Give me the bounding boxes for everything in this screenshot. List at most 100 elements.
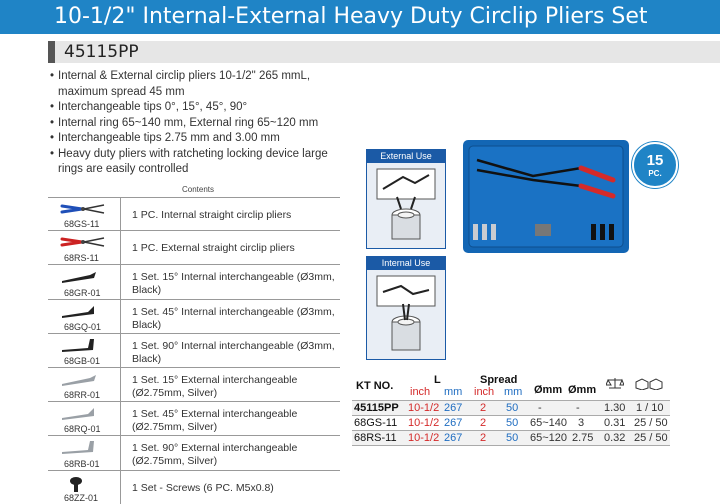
- spread-mm: 50: [506, 402, 519, 414]
- spread-header: Spread: [480, 374, 518, 386]
- feature-item: Interchangeable tips 0°, 15°, 45°, 90°: [50, 100, 350, 116]
- contents-row: 68RS-11 1 PC. External straight circlip …: [48, 231, 340, 266]
- length-header: L: [434, 374, 441, 386]
- contents-row: 68GR-01 1 Set. 15° Internal interchangea…: [48, 265, 340, 300]
- contents-row: 68GB-01 1 Set. 90° Internal interchangea…: [48, 333, 340, 368]
- length-mm: 267: [444, 417, 463, 429]
- pack-qty: 1 / 10: [636, 402, 664, 414]
- contents-row: 68GQ-01 1 Set. 45° Internal interchangea…: [48, 299, 340, 334]
- spec-table: KT NO. L inch mm Spread inch mm Ømm Ømm …: [352, 374, 670, 446]
- item-description: 1 PC. External straight circlip pliers: [132, 242, 295, 255]
- spec-row: 68GS-11 10-1/2 267 2 50 65~140 3 0.31 25…: [352, 415, 670, 430]
- product-case-image: [463, 140, 629, 253]
- ring-diameter: 65~140: [530, 417, 568, 429]
- case-contents-icon: [468, 145, 624, 248]
- feature-item: Internal & External circlip pliers 10-1/…: [50, 69, 350, 100]
- spec-rows: 45115PP 10-1/2 267 2 50 - - 1.30 1 / 10 …: [352, 400, 670, 446]
- tip-black-icon: [62, 338, 94, 352]
- item-description: 1 Set. 90° Internal interchangeable (Ø3m…: [132, 339, 335, 365]
- internal-use-panel: Internal Use: [366, 256, 446, 360]
- contents-row: 68ZZ-01 1 Set - Screws (6 PC. M5x0.8): [48, 470, 340, 504]
- item-code: 68GS-11: [64, 219, 100, 230]
- tip-silver-icon: [62, 374, 96, 386]
- tip-black-icon: [62, 272, 96, 284]
- spread-mm: 50: [506, 432, 519, 444]
- contents-row: 68GS-11 1 PC. Internal straight circlip …: [48, 197, 340, 232]
- internal-use-label: Internal Use: [367, 257, 445, 270]
- item-code: 68RB-01: [64, 458, 100, 469]
- internal-use-diagram: [376, 275, 436, 351]
- external-use-diagram: [376, 168, 436, 240]
- feature-item: Interchangeable tips 2.75 mm and 3.00 mm: [50, 131, 350, 147]
- tip-black-icon: [62, 305, 94, 318]
- item-code: 68GQ-01: [64, 321, 102, 332]
- tip-diameter: -: [576, 402, 580, 414]
- piece-unit: PC.: [648, 169, 662, 178]
- length-mm-header: mm: [444, 386, 463, 398]
- tip-silver-icon: [62, 441, 94, 455]
- package-icon: [634, 376, 664, 393]
- spread-inch: 2: [480, 432, 487, 444]
- item-description: 1 Set. 45° Internal interchangeable (Ø3m…: [132, 305, 335, 331]
- item-code: 68GB-01: [64, 355, 101, 366]
- kt-no-header: KT NO.: [356, 380, 394, 392]
- contents-row: 68RB-01 1 Set. 90° External interchangea…: [48, 436, 340, 471]
- spread-inch: 2: [480, 402, 487, 414]
- kt-no: 68RS-11: [354, 432, 397, 444]
- spec-row: 68RS-11 10-1/2 267 2 50 65~120 2.75 0.32…: [352, 430, 670, 445]
- item-code: 68GR-01: [64, 287, 101, 298]
- feature-item: Heavy duty pliers with ratcheting lockin…: [50, 147, 350, 178]
- model-number: 45115PP: [64, 42, 139, 62]
- item-description: 1 Set. 15° Internal interchangeable (Ø3m…: [132, 271, 335, 297]
- weight: 0.31: [604, 417, 626, 429]
- contents-row: 68RR-01 1 Set. 15° External interchangea…: [48, 367, 340, 403]
- tip-diameter-header: Ømm: [568, 384, 597, 396]
- external-use-label: External Use: [367, 150, 445, 163]
- length-mm: 267: [444, 402, 463, 414]
- tip-silver-icon: [62, 408, 94, 421]
- page-title: 10-1/2" Internal-External Heavy Duty Cir…: [0, 0, 720, 34]
- item-description: 1 Set. 90° External interchangeable (Ø2.…: [132, 442, 298, 468]
- pliers-red-icon: [60, 237, 105, 247]
- length-inch: 10-1/2: [408, 432, 440, 444]
- item-description: 1 PC. Internal straight circlip pliers: [132, 209, 292, 221]
- kt-no: 45115PP: [354, 402, 399, 414]
- length-mm: 267: [444, 432, 463, 444]
- tip-diameter: 2.75: [572, 432, 594, 444]
- pack-qty: 25 / 50: [634, 417, 668, 429]
- piece-count: 15: [646, 152, 664, 169]
- spread-inch: 2: [480, 417, 487, 429]
- feature-item: Internal ring 65~140 mm, External ring 6…: [50, 116, 350, 132]
- ring-diameter: -: [538, 402, 542, 414]
- spread-mm-header: mm: [504, 386, 523, 398]
- item-code: 68RR-01: [64, 390, 101, 401]
- feature-list: Internal & External circlip pliers 10-1/…: [50, 69, 350, 178]
- item-code: 68RS-11: [64, 253, 99, 264]
- length-inch: 10-1/2: [408, 417, 440, 429]
- kt-no: 68GS-11: [354, 417, 398, 429]
- weight: 0.32: [604, 432, 626, 444]
- item-description: 1 Set. 15° External interchangeable (Ø2.…: [132, 373, 298, 399]
- spread-mm: 50: [506, 417, 519, 429]
- spec-row: 45115PP 10-1/2 267 2 50 - - 1.30 1 / 10: [352, 400, 670, 415]
- contents-row: 68RQ-01 1 Set. 45° External interchangea…: [48, 402, 340, 437]
- model-bar: [48, 41, 720, 63]
- item-code: 68RQ-01: [64, 424, 101, 435]
- item-code: 68ZZ-01: [64, 492, 99, 503]
- ring-diameter: 65~120: [530, 432, 568, 444]
- pliers-blue-icon: [60, 204, 105, 214]
- ring-diameter-header: Ømm: [534, 384, 563, 396]
- pack-qty: 25 / 50: [634, 432, 668, 444]
- contents-title: Contents: [182, 185, 215, 194]
- weight: 1.30: [604, 402, 626, 414]
- item-description: 1 Set. 45° External interchangeable (Ø2.…: [132, 408, 298, 434]
- spread-inch-header: inch: [474, 386, 495, 398]
- item-description: 1 Set - Screws (6 PC. M5x0.8): [132, 481, 274, 494]
- screw-icon: [70, 476, 82, 492]
- tip-diameter: 3: [578, 417, 585, 429]
- weight-icon: [605, 376, 625, 393]
- length-inch: 10-1/2: [408, 402, 440, 414]
- external-use-panel: External Use: [366, 149, 446, 249]
- piece-count-badge: 15 PC.: [632, 142, 678, 188]
- spec-header: KT NO. L inch mm Spread inch mm Ømm Ømm: [352, 374, 670, 400]
